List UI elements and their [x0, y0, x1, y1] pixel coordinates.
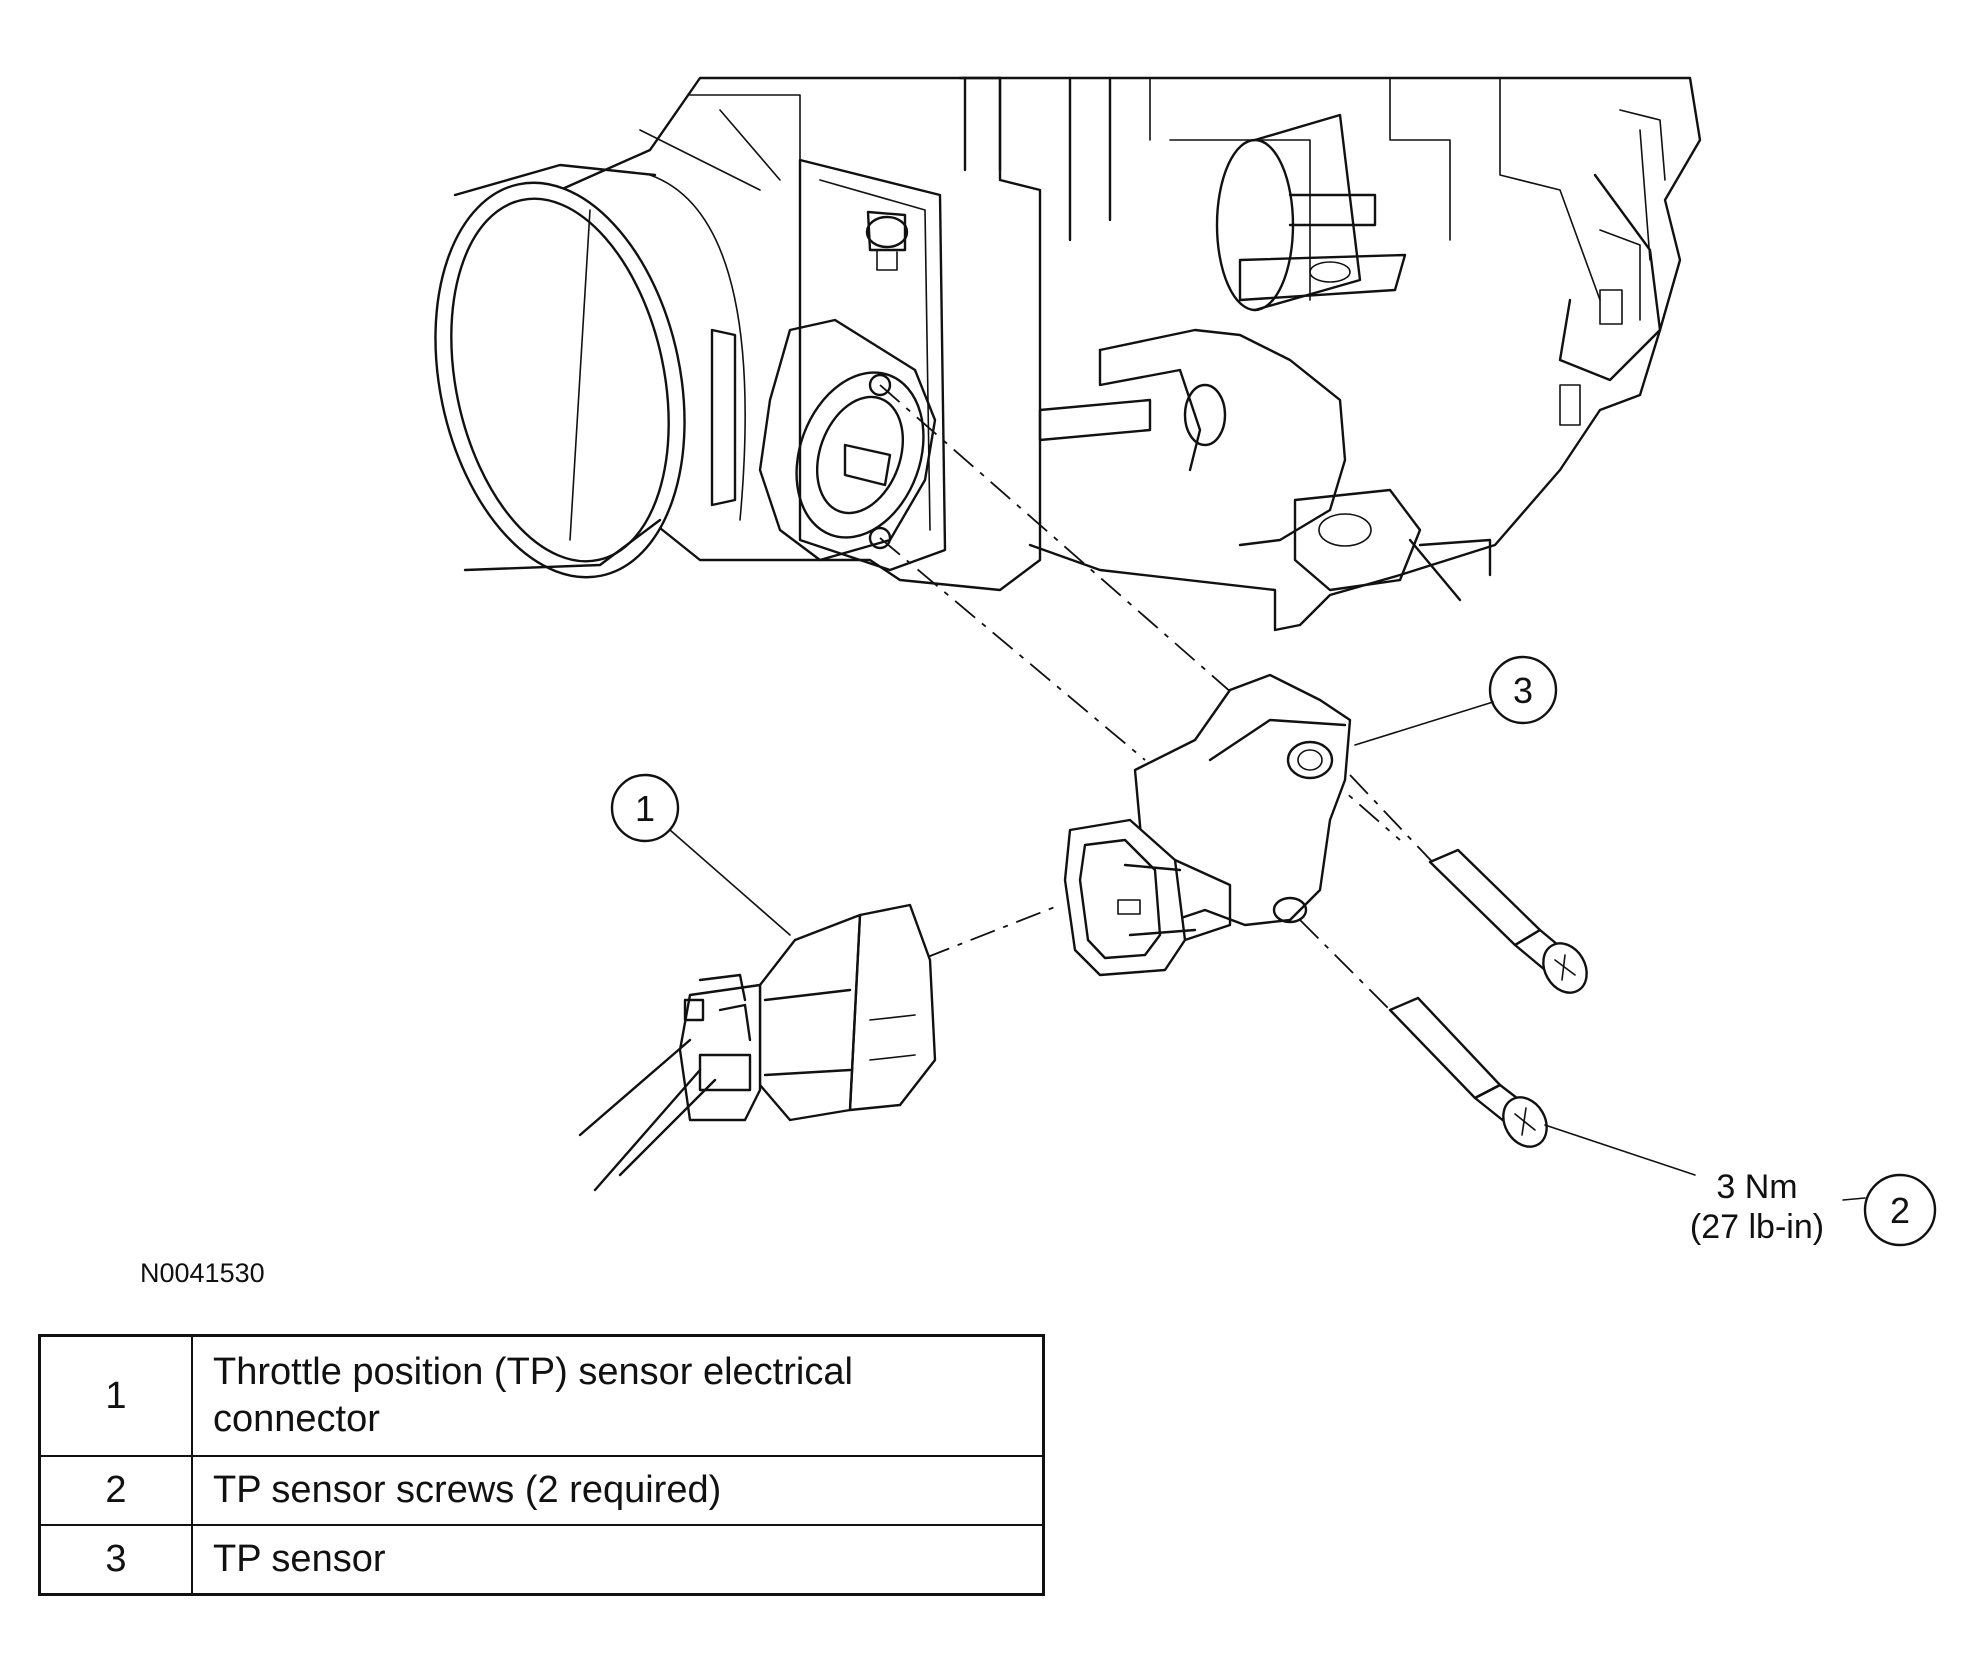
legend-description: Throttle position (TP) sensor electrical…	[191, 1334, 1045, 1457]
throttle-body-assembly	[434, 76, 1702, 632]
legend-number: 2	[38, 1455, 193, 1526]
legend-description: TP sensor	[191, 1524, 1045, 1596]
electrical-connector-drawing	[578, 903, 937, 1192]
table-row: 2 TP sensor screws (2 required)	[38, 1455, 1045, 1526]
svg-text:3: 3	[1513, 670, 1533, 711]
torque-imperial: (27 lb-in)	[1690, 1208, 1824, 1246]
table-row: 3 TP sensor	[38, 1524, 1045, 1596]
legend-number: 1	[38, 1334, 193, 1457]
callout-3: 3	[1488, 655, 1558, 725]
svg-text:1: 1	[635, 788, 655, 829]
callout-leaders	[669, 701, 1866, 1201]
legend-description: TP sensor screws (2 required)	[191, 1455, 1045, 1526]
callout-2: 2	[1863, 1173, 1937, 1247]
legend-number: 3	[38, 1524, 193, 1596]
callout-1: 1	[610, 773, 680, 843]
figure-id: N0041530	[140, 1258, 265, 1288]
tp-sensor-drawing	[1063, 673, 1352, 977]
svg-text:2: 2	[1890, 1190, 1910, 1231]
torque-metric: 3 Nm	[1716, 1168, 1797, 1206]
tp-sensor-screws-drawing	[1388, 848, 1588, 1148]
torque-specification: 3 Nm (27 lb-in)	[1690, 1168, 1824, 1246]
table-row: 1 Throttle position (TP) sensor electric…	[38, 1334, 1045, 1457]
legend-table: 1 Throttle position (TP) sensor electric…	[38, 1334, 1045, 1596]
